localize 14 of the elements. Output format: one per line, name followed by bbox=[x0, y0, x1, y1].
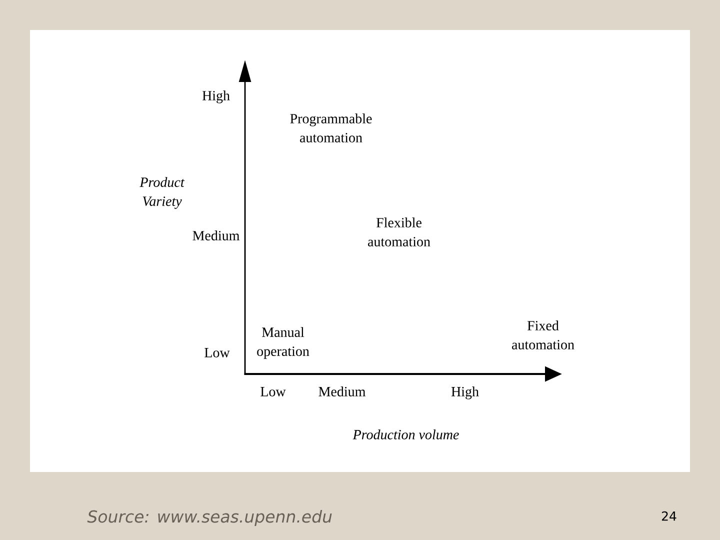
axis-title: Production volume bbox=[352, 430, 459, 440]
axis-tick-label: Medium bbox=[192, 230, 240, 240]
axis-tick-label: Low bbox=[204, 348, 230, 358]
region-label: Fixed automation bbox=[512, 320, 574, 350]
axis-tick-label: Low bbox=[260, 387, 286, 396]
region-label: Programmable automation bbox=[290, 114, 372, 142]
region-label: Flexible automation bbox=[368, 218, 430, 246]
axis-title: Product Variety bbox=[140, 177, 185, 209]
source-note: Source: www.seas.upenn.edu bbox=[87, 510, 332, 526]
region-label: Manual operation bbox=[257, 327, 310, 359]
axis-tick-label: High bbox=[451, 386, 479, 400]
axis-tick-label: High bbox=[202, 90, 230, 104]
page-number: 24 bbox=[662, 511, 676, 521]
axis-tick-label: Medium bbox=[318, 386, 366, 396]
